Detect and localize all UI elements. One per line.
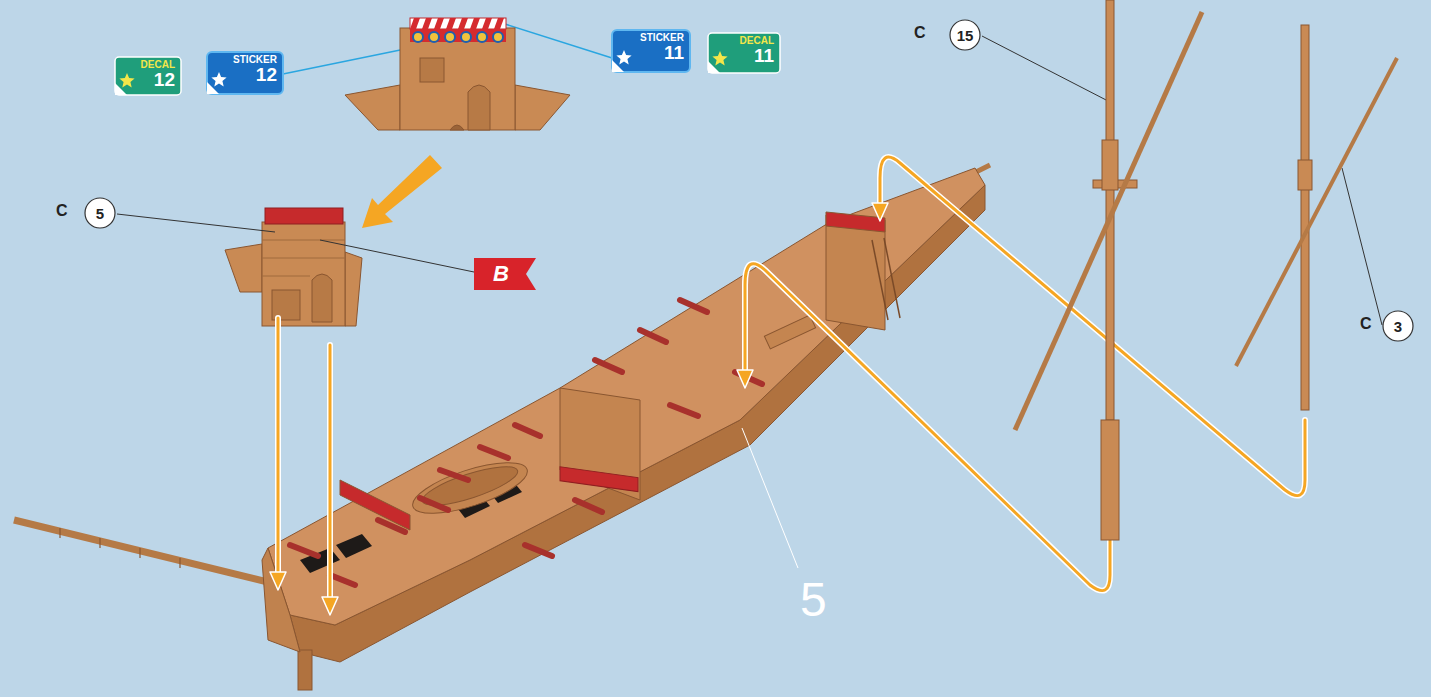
drop-arrows	[270, 157, 1305, 615]
cannons	[290, 300, 762, 585]
mast-c3	[1236, 25, 1397, 410]
ship-hull	[14, 165, 990, 690]
badge-number: 15	[957, 27, 974, 44]
mast-c15	[1015, 0, 1202, 540]
decal-badge: DECAL12	[115, 57, 181, 95]
badge-number: 5	[96, 205, 104, 222]
badge-number: 12	[229, 65, 277, 84]
step-number: 5	[800, 572, 827, 627]
badge-number: 12	[137, 70, 175, 89]
callout-circle: 5	[84, 197, 116, 229]
cabin-piece-top	[345, 28, 570, 130]
sticker-badge: STICKER12	[207, 52, 283, 94]
badge-number: B	[493, 261, 509, 287]
callout-circle: 3	[1382, 310, 1414, 342]
cabin-piece-c5	[225, 208, 362, 326]
badge-number: 11	[730, 46, 774, 65]
callout-circle: 15	[949, 19, 981, 51]
part-letter: C	[1360, 315, 1372, 333]
badge-word: STICKER	[634, 33, 684, 43]
part-flag: B	[474, 258, 536, 290]
sticker-badge: STICKER11	[612, 30, 690, 72]
badge-number: 3	[1394, 318, 1402, 335]
badge-word: DECAL	[730, 36, 774, 46]
step-leader	[742, 428, 798, 568]
badge-number: 11	[634, 43, 684, 62]
place-arrow	[362, 155, 442, 228]
part-letter: C	[914, 24, 926, 42]
badge-word: DECAL	[137, 60, 175, 70]
badge-word: STICKER	[229, 55, 277, 65]
decal-badge: DECAL11	[708, 33, 780, 73]
sticker-bar	[410, 18, 506, 42]
part-letter: C	[56, 202, 68, 220]
